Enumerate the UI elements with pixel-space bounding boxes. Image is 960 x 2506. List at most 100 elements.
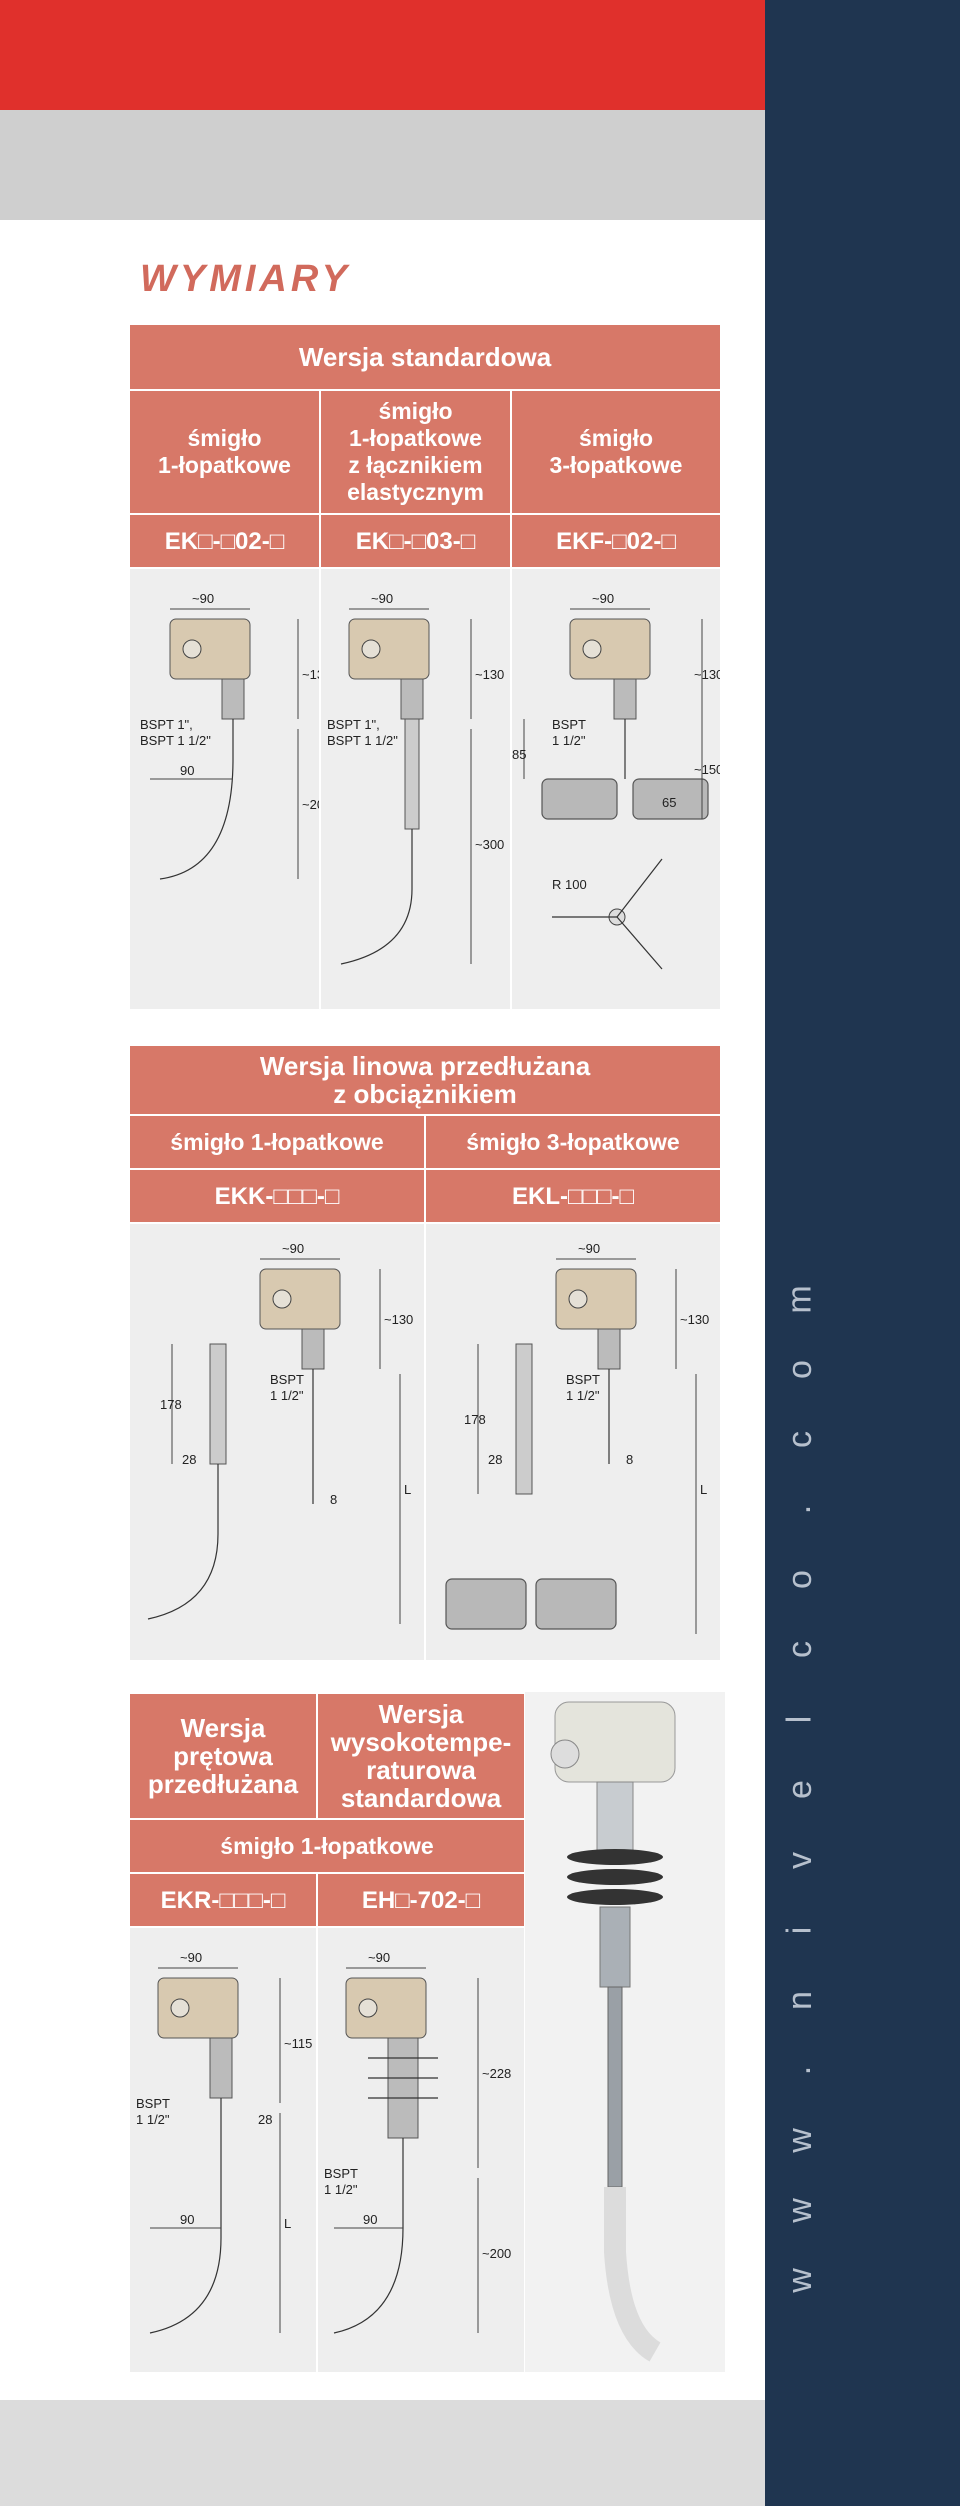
dim-label: ~90 xyxy=(371,591,393,606)
dim-label: ~115 xyxy=(284,2036,312,2051)
diagram-cell: ~90 ~130 BSPT 1", BSPT 1 1/2" 90 ~200 xyxy=(128,567,321,1011)
paddle-left xyxy=(445,1578,527,1630)
paddle-shape xyxy=(149,2198,222,2334)
model-code: EH□-702-□ xyxy=(316,1872,526,1928)
dim-label: 90 xyxy=(180,763,194,778)
gland-shape xyxy=(358,1998,378,2018)
rod-shape xyxy=(607,1986,623,2188)
paddle-left xyxy=(541,778,618,820)
blade-line xyxy=(616,916,663,970)
url-char: m xyxy=(780,1285,819,1314)
fin-shape xyxy=(567,1869,663,1885)
url-char: . xyxy=(780,2065,819,2075)
column-header: śmigło 3-łopatkowe xyxy=(509,389,723,515)
url-char: o xyxy=(780,1570,819,1590)
header-gray-band xyxy=(0,110,765,220)
column-header: Wersja wysokotempe- raturowa standardowa xyxy=(316,1692,526,1820)
dim-label: L xyxy=(284,2216,291,2231)
product-photo xyxy=(525,1692,725,2372)
dim-label: 90 xyxy=(363,2212,377,2227)
diagram-cell: ~90 ~228 BSPT 1 1/2" 90 ~200 xyxy=(316,1926,526,2374)
fitting-shape xyxy=(400,678,424,720)
gland-shape xyxy=(361,639,381,659)
dim-label: 1 1/2" xyxy=(552,733,586,748)
drawing-high-temperature: ~90 ~228 BSPT 1 1/2" 90 ~200 xyxy=(324,1950,511,2334)
neck-shape xyxy=(596,1781,634,1863)
column-header: śmigło 1-łopatkowe z łącznikiem elastycz… xyxy=(319,389,512,515)
gland-shape xyxy=(272,1289,292,1309)
dim-label: ~90 xyxy=(192,591,214,606)
standard-version-table: Wersja standardowa śmigło 1-łopatkowe śm… xyxy=(127,323,723,1011)
diagram-cell: ~90 ~130 BSPT 1 1/2" 178 28 8 L xyxy=(128,1222,426,1662)
dim-label: ~200 xyxy=(302,797,319,812)
paddle-shape xyxy=(604,2187,662,2362)
model-code: EKF-□02-□ xyxy=(509,513,723,569)
gland-shape xyxy=(550,1739,580,1769)
fitting-shape xyxy=(301,1328,325,1370)
housing-shape xyxy=(259,1268,341,1330)
model-code: EKR-□□□-□ xyxy=(128,1872,318,1928)
url-char: w xyxy=(780,2127,819,2153)
column-header: śmigło 3-łopatkowe xyxy=(423,1114,723,1170)
url-char: . xyxy=(780,1504,819,1515)
dim-label: 65 xyxy=(662,795,676,810)
model-code: EK□-□02-□ xyxy=(128,513,321,569)
dim-label: ~130 xyxy=(302,667,319,682)
dim-label: 28 xyxy=(488,1452,502,1467)
level-switch-photo xyxy=(550,1701,676,2362)
diagram-cell: ~90 ~130 BSPT 1 1/2" 178 28 8 L xyxy=(423,1222,723,1662)
housing-shape xyxy=(169,618,251,680)
table-title: Wersja standardowa xyxy=(127,323,723,391)
drawing-rod-extended: ~90 ~115 BSPT 1 1/2" 28 90 L xyxy=(136,1950,312,2334)
dim-label: 90 xyxy=(180,2212,194,2227)
url-char: v xyxy=(780,1851,819,1869)
rod-and-high-temp-table: Wersja prętowa przedłużana Wersja wysoko… xyxy=(128,1692,526,2374)
diagram-cell: ~90 ~130 BSPT 1 1/2" 85 65 ~150 R 100 xyxy=(509,567,723,1011)
gland-shape xyxy=(182,639,202,659)
housing-shape xyxy=(555,1268,637,1330)
dim-label: BSPT 1 1/2" xyxy=(140,733,211,748)
dim-label: ~90 xyxy=(368,1950,390,1965)
dim-label: ~90 xyxy=(180,1950,202,1965)
gland-shape xyxy=(170,1998,190,2018)
dim-label: R 100 xyxy=(552,877,587,892)
dim-label: 178 xyxy=(464,1412,486,1427)
url-char: c xyxy=(780,1641,819,1659)
dim-label: ~228 xyxy=(482,2066,511,2081)
fitting-shape xyxy=(209,2037,233,2099)
dim-label: 1 1/2" xyxy=(324,2182,358,2197)
dim-label: 178 xyxy=(160,1397,182,1412)
housing-shape xyxy=(348,618,430,680)
dim-label: ~200 xyxy=(482,2246,511,2261)
dim-label: ~90 xyxy=(592,591,614,606)
diagram-cell: ~90 ~115 BSPT 1 1/2" 28 90 L xyxy=(128,1926,318,2374)
drawing-single-paddle: ~90 ~130 BSPT 1", BSPT 1 1/2" 90 ~200 xyxy=(140,591,319,880)
drawing-elastic-paddle: ~90 ~130 BSPT 1", BSPT 1 1/2" ~300 xyxy=(327,591,504,965)
url-char: w xyxy=(780,2268,819,2293)
gland-shape xyxy=(568,1289,588,1309)
paddle-right xyxy=(632,778,709,820)
sidebar-url: m o c . o c l e v i n . w w w xyxy=(780,1280,820,2300)
cooling-neck-shape xyxy=(387,2037,419,2139)
dim-label: 1 1/2" xyxy=(566,1388,600,1403)
housing-shape xyxy=(569,618,651,680)
housing-shape xyxy=(345,1977,427,2039)
fitting-shape xyxy=(613,678,637,720)
column-header: śmigło 1-łopatkowe xyxy=(128,1114,426,1170)
dim-label: BSPT xyxy=(270,1372,304,1387)
page-title: WYMIARY xyxy=(140,258,351,300)
paddle-right xyxy=(535,1578,617,1630)
thread-shape xyxy=(599,1906,631,1988)
cable-version-table: Wersja linowa przedłużana z obciążnikiem… xyxy=(127,1044,723,1662)
dim-label: 28 xyxy=(258,2112,272,2127)
url-char: i xyxy=(780,1926,819,1934)
model-code: EKK-□□□-□ xyxy=(128,1168,426,1224)
dim-label: BSPT xyxy=(552,717,586,732)
dim-label: ~130 xyxy=(475,667,504,682)
table-title: Wersja linowa przedłużana z obciążnikiem xyxy=(127,1044,723,1116)
dim-label: ~130 xyxy=(680,1312,709,1327)
dim-label: ~130 xyxy=(384,1312,413,1327)
dim-label: ~130 xyxy=(694,667,720,682)
url-char: e xyxy=(780,1780,819,1800)
dim-label: 8 xyxy=(330,1492,337,1507)
